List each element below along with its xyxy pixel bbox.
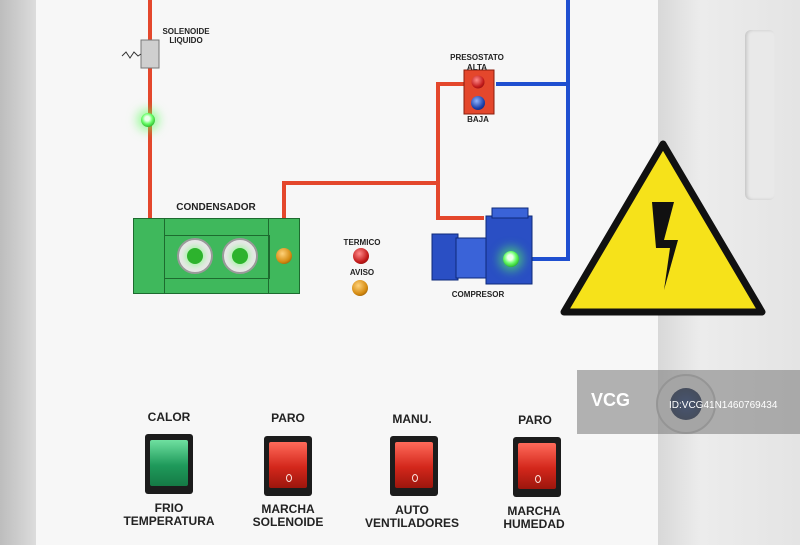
stock-watermark: VCG ID:VCG41N1460769434 bbox=[577, 370, 800, 434]
baja-indicator-led bbox=[471, 96, 485, 110]
watermark-id: ID:VCG41N1460769434 bbox=[669, 400, 778, 411]
switch-4-bottom-label: MARCHA HUMEDAD bbox=[503, 504, 565, 531]
condenser-fan-dial-2 bbox=[222, 238, 258, 274]
background-wall bbox=[0, 0, 36, 545]
condenser-label: CONDENSADOR bbox=[176, 202, 256, 213]
warning-label: AVISO bbox=[349, 268, 375, 277]
thermal-indicator-led bbox=[353, 248, 369, 264]
door-hinge-edge bbox=[745, 30, 775, 200]
switch-2-top-label: PARO bbox=[271, 411, 305, 425]
red-pipe-condenser-to-compressor bbox=[282, 181, 484, 220]
baja-label: BAJA bbox=[467, 115, 489, 124]
alta-indicator-led bbox=[471, 75, 485, 89]
high-voltage-warning-sign bbox=[560, 140, 766, 316]
switch-1-bottom-label: FRIO TEMPERATURA bbox=[123, 501, 215, 528]
switch-2-bottom-label: MARCHA SOLENOIDE bbox=[252, 502, 324, 529]
switch-1-top-label: CALOR bbox=[147, 410, 191, 424]
watermark-logo: VCG bbox=[591, 390, 631, 410]
pressostat-label: PRESOSTATO bbox=[450, 53, 504, 62]
alta-label: ALTA bbox=[466, 63, 488, 72]
solenoid-label: SOLENOIDE LIQUIDO bbox=[162, 27, 210, 45]
switch-3-bottom-label: AUTO VENTILADORES bbox=[364, 503, 460, 530]
manu-auto-rocker-switch[interactable] bbox=[390, 436, 438, 496]
red-pipe-pressostat bbox=[436, 82, 466, 183]
switch-3-top-label: MANU. bbox=[392, 412, 432, 426]
condenser-amber-led bbox=[276, 248, 292, 264]
paro-humedad-rocker-switch[interactable] bbox=[513, 437, 561, 497]
switch-4-top-label: PARO bbox=[518, 413, 552, 427]
solenoid-valve bbox=[140, 39, 160, 69]
blue-pipe bbox=[496, 0, 570, 261]
solenoid-coil bbox=[121, 51, 142, 59]
condenser-block bbox=[133, 218, 300, 294]
calor-frio-rocker-switch[interactable] bbox=[145, 434, 193, 494]
compressor-shape bbox=[431, 207, 533, 285]
warning-indicator-led bbox=[352, 280, 368, 296]
thermal-label: TERMICO bbox=[343, 238, 381, 247]
lightning-bolt-icon bbox=[652, 202, 678, 290]
solenoid-indicator-led bbox=[141, 113, 155, 127]
compressor-label: COMPRESOR bbox=[451, 290, 505, 299]
paro-solenoide-rocker-switch[interactable] bbox=[264, 436, 312, 496]
condenser-fan-dial-1 bbox=[177, 238, 213, 274]
compressor-indicator-led bbox=[503, 251, 519, 267]
